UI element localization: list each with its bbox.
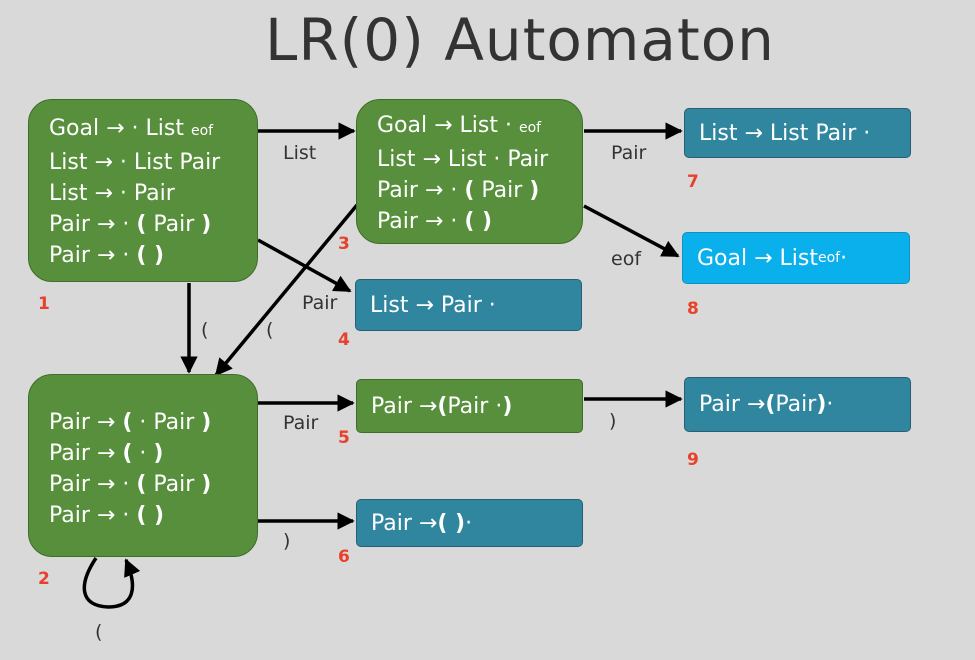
item-line: Goal → · List eof [49,116,214,141]
edge-label-3-2: ( [266,319,274,341]
item-line: Pair → · ( Pair ) [377,178,540,203]
state-number: 8 [687,299,699,319]
page-title: LR(0) Automaton [265,6,775,74]
item-line: Pair → · ( ) [377,209,493,234]
state-number: 1 [38,294,50,314]
state-number: 2 [38,569,50,589]
edge-2-self-loop [82,557,141,609]
state-number: 7 [687,172,699,192]
edge-3-2 [214,203,359,377]
edge-label-2-6: ) [283,530,291,552]
edge-label-1-4: Pair [302,292,338,314]
state-8-accept: Goal → List eof · [682,232,910,284]
item-line: Pair → · ( ) [49,503,165,528]
state-4: List → Pair · [355,279,582,331]
item-line: Pair → · ( ) [49,243,165,268]
edge-label-1-2: ( [201,319,209,341]
edge-label-1-3: List [283,142,317,164]
edge-label-2-5: Pair [283,412,319,434]
edge-1-4 [257,238,352,293]
state-5: Pair → ( Pair · ) [356,379,583,433]
item-line: List → · Pair [49,181,175,206]
state-number: 9 [687,450,699,470]
item-line: Pair → ( · Pair ) [49,410,212,435]
state-9: Pair → ( Pair ) · [684,377,911,432]
edge-label-3-8: eof [611,248,642,270]
state-number: 4 [338,330,350,350]
item-line: Pair → · ( Pair ) [49,212,212,237]
item-line: Pair → · ( Pair ) [49,472,212,497]
state-7: List → List Pair · [684,108,911,158]
item-line: Pair → ( · ) [49,441,164,466]
item-line: List → · List Pair [49,150,221,175]
state-number: 6 [338,547,350,567]
state-3: Goal → List · eof List → List · Pair Pai… [356,99,583,244]
edge-label-2-2: ( [95,621,103,643]
item-line: List → List · Pair [377,147,549,172]
item-line: Goal → List · eof [377,113,542,138]
edge-3-8 [583,204,680,258]
state-6: Pair → ( ) · [356,499,583,547]
edge-label-5-9: ) [609,410,617,432]
state-number: 5 [338,428,350,448]
state-2: Pair → ( · Pair ) Pair → ( · ) Pair → · … [28,374,258,557]
edge-label-3-7: Pair [611,142,647,164]
state-1: Goal → · List eof List → · List Pair Lis… [28,99,258,282]
state-number: 3 [338,234,350,254]
